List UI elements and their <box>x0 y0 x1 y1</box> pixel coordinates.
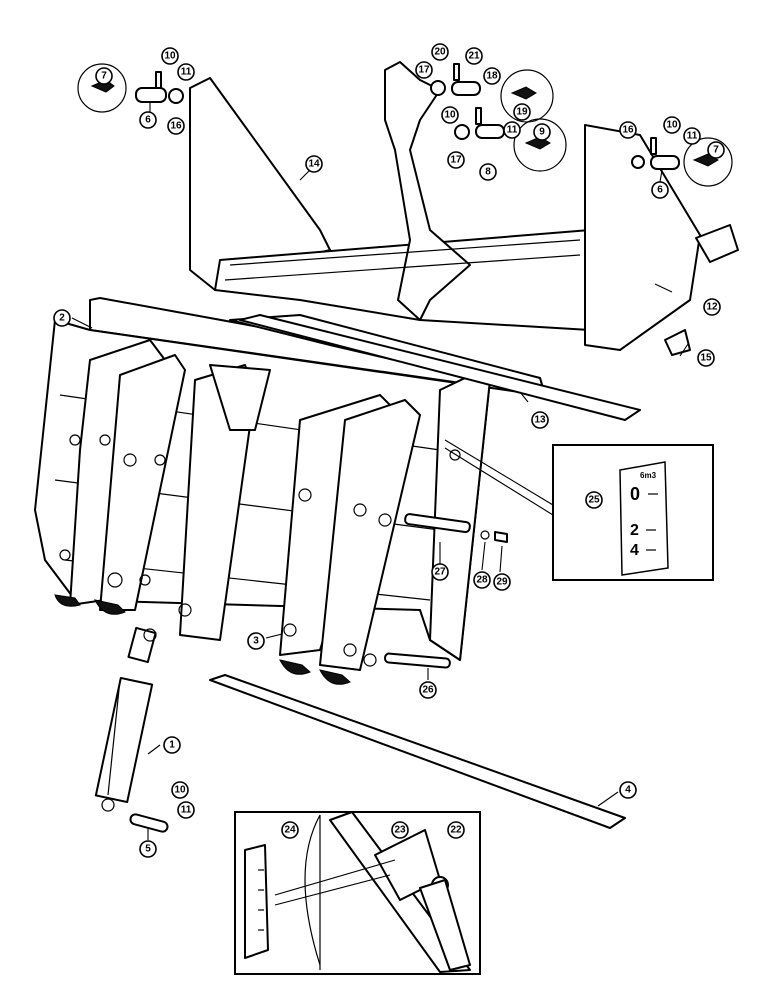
callout-27: 27 <box>431 563 449 581</box>
side-wear-strip <box>239 314 641 421</box>
pivot-pin <box>404 513 471 534</box>
callout-label: 23 <box>394 825 406 836</box>
upper-left-pin-assembly <box>77 63 184 113</box>
decal-inset: 6m3 0 2 4 <box>444 439 714 581</box>
decal-unit: 6m3 <box>640 471 657 480</box>
callout-10: 10 <box>663 116 681 134</box>
callout-11: 11 <box>177 63 195 81</box>
callout-label: 20 <box>434 47 446 58</box>
leader-lines <box>71 102 689 840</box>
callout-13: 13 <box>531 411 549 429</box>
decal-mark-0: 0 <box>630 484 640 504</box>
callout-label: 7 <box>101 71 107 82</box>
callout-6: 6 <box>651 181 669 199</box>
callout-label: 29 <box>496 577 508 588</box>
decal-mark-4: 4 <box>630 542 639 559</box>
callout-4: 4 <box>619 781 637 799</box>
callout-14: 14 <box>305 155 323 173</box>
callout-22: 22 <box>447 821 465 839</box>
grease-fitting <box>494 531 508 543</box>
callout-19: 19 <box>513 103 531 121</box>
callout-label: 11 <box>507 125 518 136</box>
callout-20: 20 <box>431 43 449 61</box>
callout-label: 10 <box>666 120 678 131</box>
callout-25: 25 <box>585 491 603 509</box>
washer <box>480 530 490 540</box>
callout-label: 26 <box>422 685 434 696</box>
callout-label: 1 <box>169 740 175 751</box>
callout-label: 11 <box>181 67 192 78</box>
callout-17: 17 <box>415 61 433 79</box>
callout-11: 11 <box>683 127 701 145</box>
callout-label: 17 <box>418 65 430 76</box>
callout-label: 19 <box>516 107 528 118</box>
callout-label: 10 <box>444 110 456 121</box>
callout-label: 28 <box>476 575 488 586</box>
callout-label: 2 <box>59 313 65 324</box>
callout-1: 1 <box>163 736 181 754</box>
callout-label: 4 <box>625 785 631 796</box>
long-pivot-pin <box>384 652 451 669</box>
callout-6: 6 <box>139 111 157 129</box>
callout-label: 13 <box>534 415 546 426</box>
callout-11: 11 <box>177 801 195 819</box>
callout-29: 29 <box>493 573 511 591</box>
bucket-main-body <box>34 297 546 685</box>
callout-label: 10 <box>174 785 186 796</box>
callout-label: 9 <box>539 127 545 138</box>
callout-16: 16 <box>167 117 185 135</box>
callout-3: 3 <box>247 632 265 650</box>
cutting-edge <box>209 674 626 829</box>
callout-label: 6 <box>145 115 151 126</box>
callout-label: 14 <box>308 159 320 170</box>
callout-10: 10 <box>441 106 459 124</box>
callout-7: 7 <box>95 67 113 85</box>
wear-pad <box>664 329 691 356</box>
callout-16: 16 <box>619 121 637 139</box>
callout-2: 2 <box>53 309 71 327</box>
callout-10: 10 <box>171 781 189 799</box>
callout-label: 15 <box>700 353 712 364</box>
callout-label: 12 <box>706 302 718 313</box>
hydraulic-cylinder <box>94 626 157 812</box>
callout-label: 5 <box>145 844 151 855</box>
callout-label: 6 <box>657 185 663 196</box>
callout-label: 17 <box>450 155 462 166</box>
callout-label: 18 <box>486 71 498 82</box>
callout-7: 7 <box>707 141 725 159</box>
callout-label: 8 <box>485 167 491 178</box>
callout-label: 7 <box>713 145 719 156</box>
level-indicator-inset <box>234 811 481 975</box>
callout-28: 28 <box>473 571 491 589</box>
callout-12: 12 <box>703 298 721 316</box>
callout-label: 16 <box>170 121 182 132</box>
callout-label: 21 <box>468 51 480 62</box>
callout-24: 24 <box>281 821 299 839</box>
callout-label: 24 <box>284 825 296 836</box>
callout-8: 8 <box>479 163 497 181</box>
decal-mark-2: 2 <box>630 522 639 539</box>
callout-label: 11 <box>181 805 192 816</box>
callout-label: 22 <box>450 825 462 836</box>
callout-label: 25 <box>588 495 600 506</box>
cylinder-pin <box>129 813 169 833</box>
callout-26: 26 <box>419 681 437 699</box>
callout-21: 21 <box>465 47 483 65</box>
callout-10: 10 <box>161 47 179 65</box>
callout-23: 23 <box>391 821 409 839</box>
callout-label: 3 <box>253 636 259 647</box>
callout-5: 5 <box>139 840 157 858</box>
callout-9: 9 <box>533 123 551 141</box>
bucket-back-frame <box>189 61 739 351</box>
callout-label: 11 <box>687 131 698 142</box>
callout-18: 18 <box>483 67 501 85</box>
callout-15: 15 <box>697 349 715 367</box>
callout-11: 11 <box>503 121 521 139</box>
callout-label: 27 <box>434 567 446 578</box>
callout-label: 16 <box>622 125 634 136</box>
callout-17: 17 <box>447 151 465 169</box>
callout-label: 10 <box>164 51 176 62</box>
